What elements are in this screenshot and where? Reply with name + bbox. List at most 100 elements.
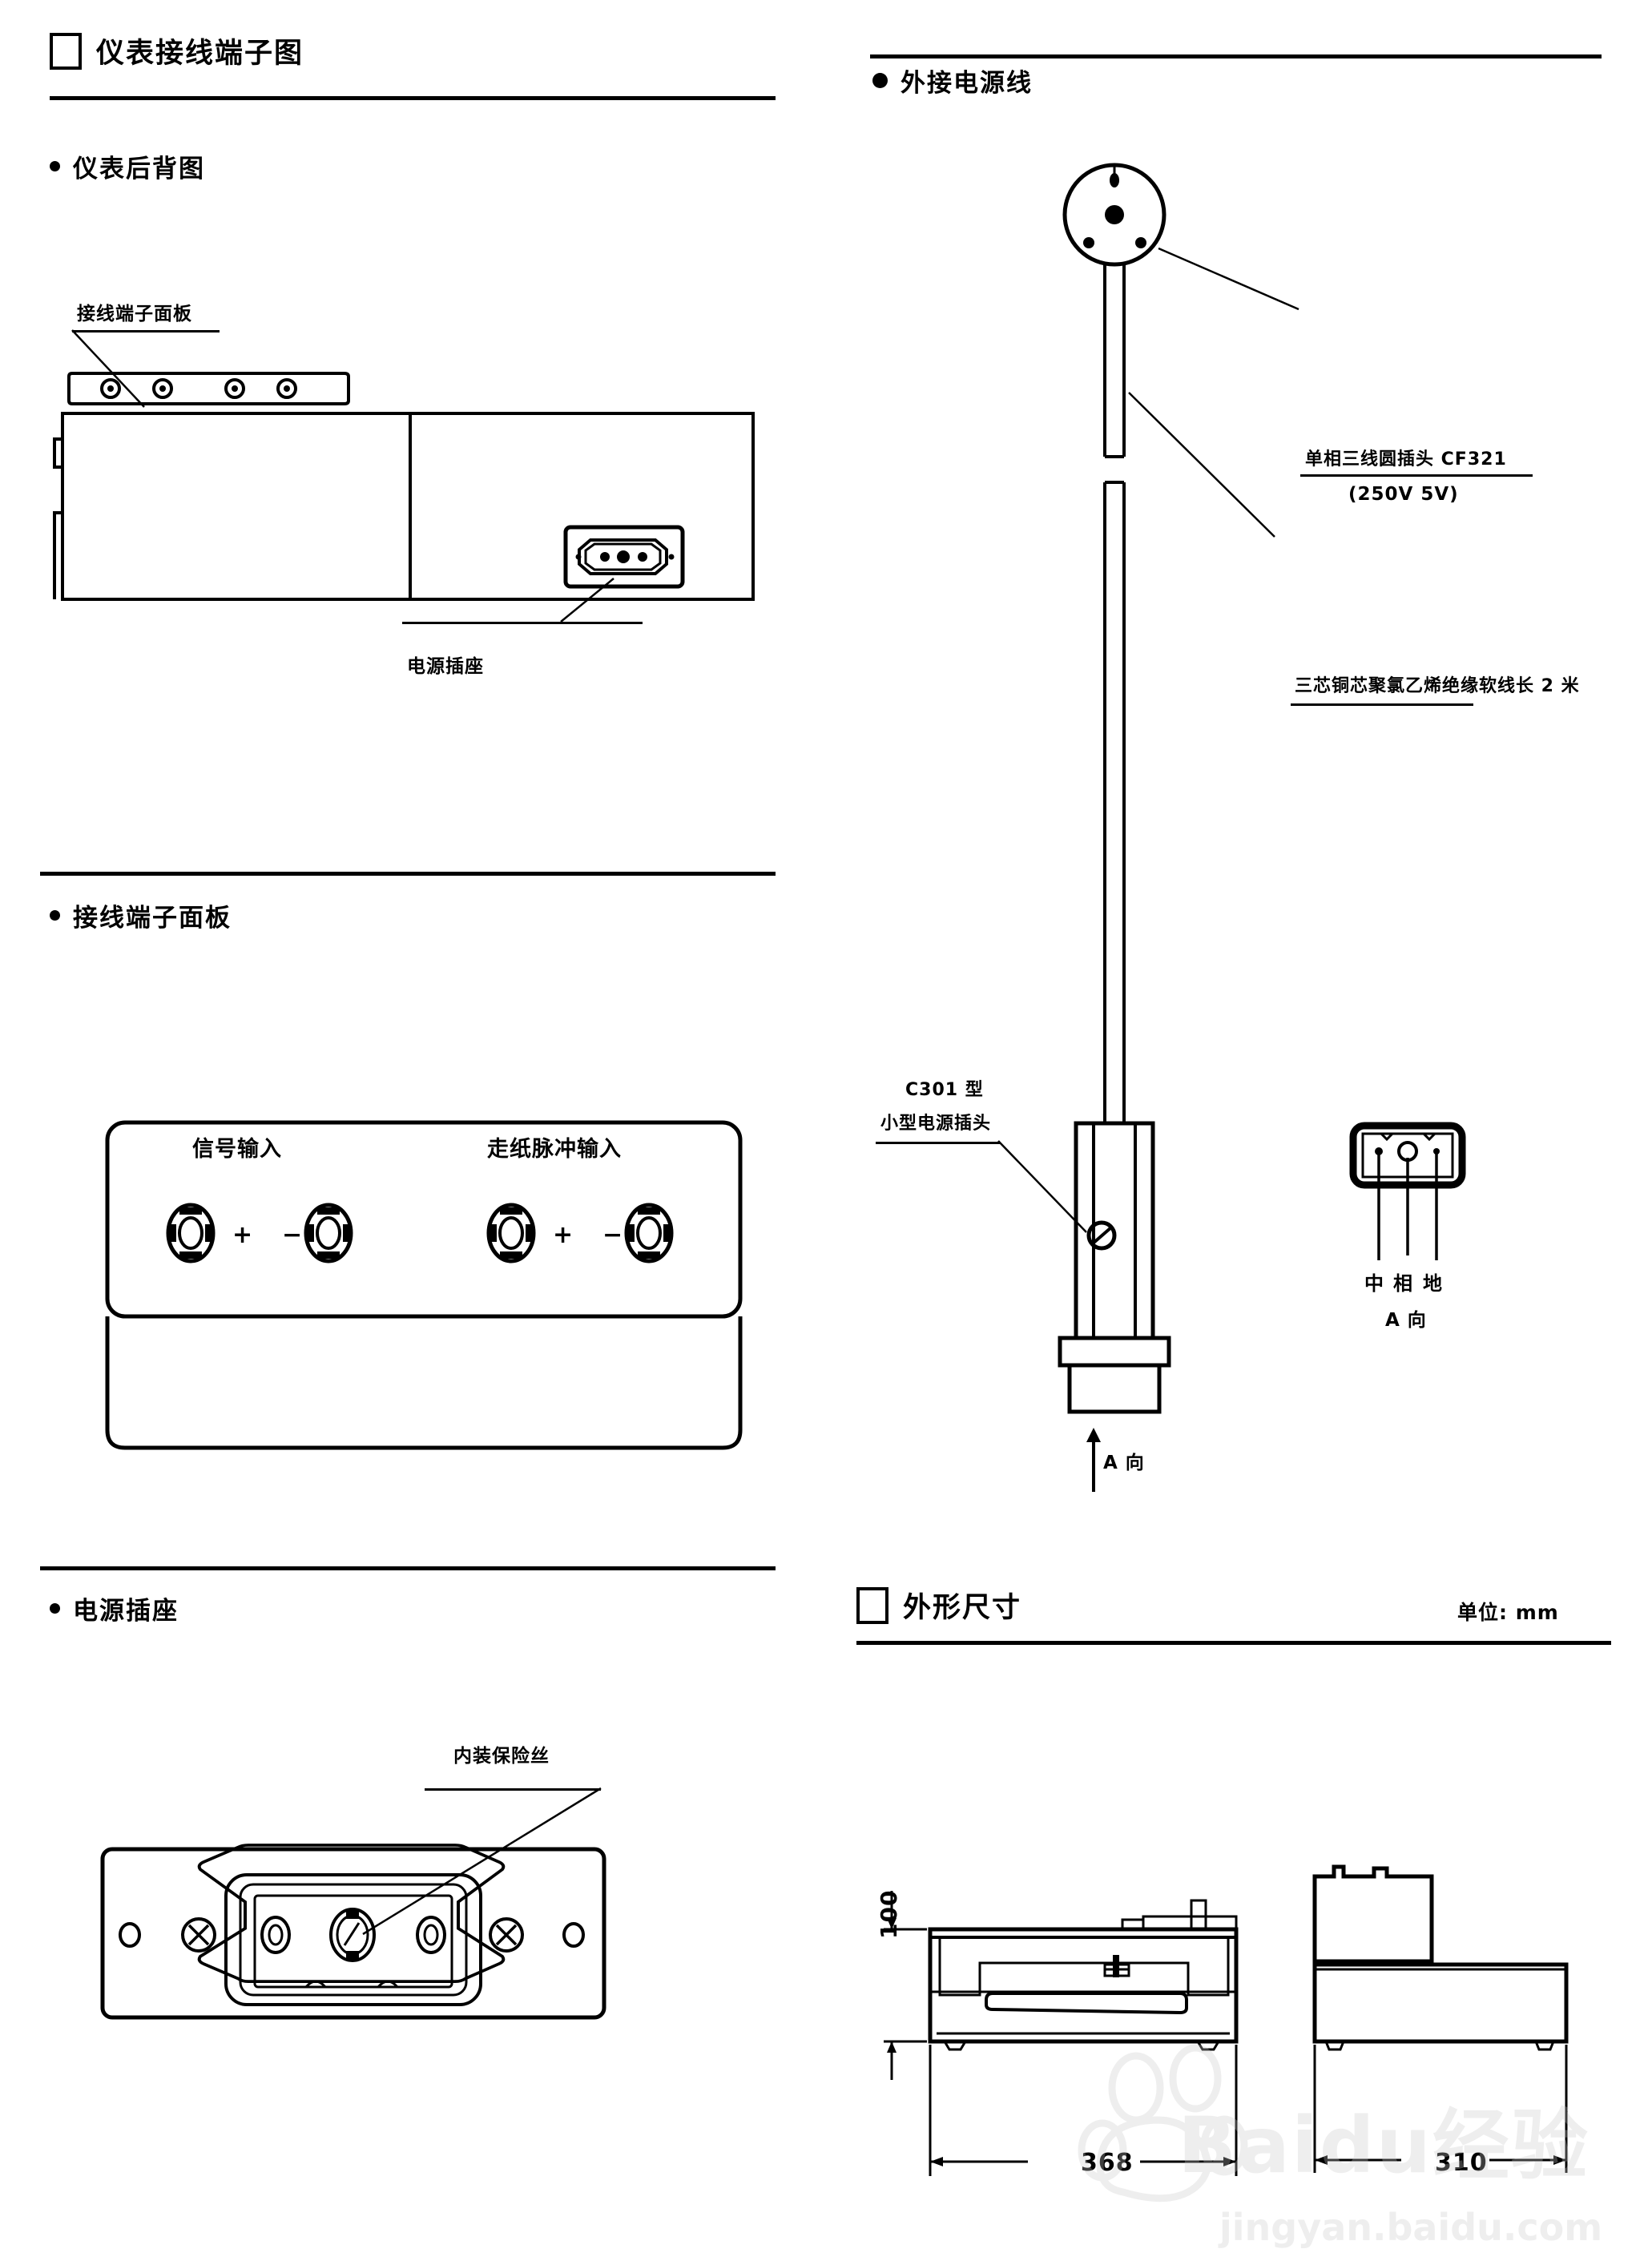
unit-note: 单位: mm xyxy=(1457,1601,1559,1624)
rear-view-heading: 仪表后背图 xyxy=(73,155,205,183)
section-header-dimensions: 外形尺寸 xyxy=(856,1585,1021,1626)
c301-plug-edges xyxy=(1092,1123,1137,1338)
cable-label: 三芯铜芯聚氯乙烯绝缘软线长 2 米 xyxy=(1295,676,1580,696)
section-marker-icon xyxy=(50,32,82,70)
leader-line-cable xyxy=(1128,392,1275,538)
terminal-panel-outline xyxy=(105,1120,743,1319)
terminal-panel-lower xyxy=(105,1316,743,1450)
pulse-plus-sign: + xyxy=(553,1221,574,1249)
terminal-panel-callout-underline xyxy=(72,330,220,332)
side-base-outline xyxy=(1312,1962,1569,2044)
c301-plug xyxy=(1058,1121,1171,1414)
power-inlet-socket xyxy=(560,525,685,623)
signal-plus-sign: + xyxy=(232,1221,254,1249)
a-view-label: A 向 xyxy=(1385,1310,1427,1331)
section-header-wiring: 仪表接线端子图 xyxy=(50,30,304,71)
a-view-pin-label-ground: 地 xyxy=(1423,1272,1443,1295)
socket-pin xyxy=(600,552,610,562)
mounting-hole xyxy=(119,1922,141,1948)
round-plug-rating: (250V 5V) xyxy=(1348,484,1459,505)
round-plug-head xyxy=(1062,163,1166,267)
terminal-strip-outline xyxy=(67,372,350,405)
front-foot xyxy=(1195,2040,1221,2051)
power-cord-drawing xyxy=(1058,163,1299,1414)
side-foot xyxy=(1533,2040,1556,2051)
power-cord-heading: 外接电源线 xyxy=(901,69,1033,98)
side-elevation-drawing xyxy=(1312,1864,1569,2173)
socket-contact-right xyxy=(416,1916,446,1954)
c301-leader xyxy=(997,1140,1087,1233)
front-elevation-drawing xyxy=(884,1891,1239,2176)
bullet-icon xyxy=(50,910,60,921)
terminal-screw xyxy=(224,378,245,399)
front-top-rail xyxy=(1142,1915,1238,1931)
left-column: 仪表接线端子图 仪表后背图 接线端子面板 xyxy=(40,30,776,2020)
right-column: 外接电源线 xyxy=(826,0,1652,2265)
front-deck-detail xyxy=(938,1937,1230,1997)
front-top-post xyxy=(1190,1899,1207,1931)
c301-plug-screw xyxy=(1086,1220,1117,1251)
socket-pin-center xyxy=(617,550,630,563)
dimensions-divider xyxy=(856,1641,1611,1645)
mounting-hole xyxy=(562,1922,585,1948)
subsection-power-socket: 电源插座 xyxy=(50,1590,179,1626)
fuse-holder-center xyxy=(329,1908,376,1962)
terminal-panel-divider xyxy=(40,872,776,876)
paper-pulse-input-label: 走纸脉冲输入 xyxy=(487,1137,622,1162)
power-socket-callout-label: 电源插座 xyxy=(407,656,484,677)
signal-input-label: 信号输入 xyxy=(192,1137,282,1162)
terminal-panel-bottom-outline xyxy=(105,1316,743,1450)
leader-line-c301 xyxy=(997,1140,1087,1233)
round-plug-underline xyxy=(1300,474,1533,477)
signal-minus-sign: − xyxy=(282,1221,304,1249)
socket-screw-hole xyxy=(575,554,582,560)
a-view-pin-ground xyxy=(1433,1148,1440,1155)
socket-pin xyxy=(638,552,647,562)
section-title: 仪表接线端子图 xyxy=(96,38,304,70)
front-paper-slot xyxy=(985,1992,1188,2015)
dimension-height-value: 100 xyxy=(876,1889,902,1939)
socket-outer-ring xyxy=(224,1873,482,2006)
bullet-icon xyxy=(50,161,60,171)
terminal-screws xyxy=(100,378,297,399)
dimensions-title: 外形尺寸 xyxy=(903,1592,1022,1624)
socket-mid-ring xyxy=(239,1883,468,1997)
leader-line-fuse xyxy=(362,1787,602,1936)
c301-plug-label-line1: C301 型 xyxy=(905,1080,984,1100)
leader-line-round-plug xyxy=(1158,247,1299,311)
c301-plug-label-line2: 小型电源插头 xyxy=(880,1114,992,1134)
front-pen-carriage xyxy=(1103,1963,1130,1977)
front-foot xyxy=(942,2040,968,2051)
rear-view-socket-area xyxy=(401,412,755,623)
section-divider xyxy=(50,96,776,100)
terminal-panel-drawing xyxy=(105,1120,743,1319)
a-direction-arrow-label: A 向 xyxy=(1103,1453,1145,1473)
side-upper-block xyxy=(1312,1864,1434,1964)
subsection-power-cord: 外接电源线 xyxy=(872,62,1033,99)
power-socket-heading: 电源插座 xyxy=(73,1597,179,1626)
enclosure-right-outline xyxy=(401,412,755,601)
socket-screw-hole xyxy=(668,554,675,560)
leader-line-power-socket xyxy=(560,578,614,623)
bullet-icon xyxy=(50,1603,60,1614)
round-plug-label: 单相三线圆插头 CF321 xyxy=(1305,449,1507,470)
power-socket-detail-drawing xyxy=(100,1787,606,2020)
enclosure-outline xyxy=(61,412,412,601)
bullet-icon xyxy=(872,73,888,88)
power-cord-divider xyxy=(870,54,1602,58)
c301-plug-underline xyxy=(876,1142,1000,1144)
socket-inner xyxy=(584,542,662,571)
dimension-side-width-value: 310 xyxy=(1435,2149,1488,2177)
c301-plug-base xyxy=(1067,1363,1162,1414)
terminal-panel-heading: 接线端子面板 xyxy=(73,904,232,933)
enclosure-left-notch-lower xyxy=(53,511,62,599)
a-view-pin-phase xyxy=(1397,1141,1418,1162)
a-view-pin-label-phase: 相 xyxy=(1393,1272,1413,1295)
power-socket-divider xyxy=(40,1566,776,1570)
fuse-callout-label: 内装保险丝 xyxy=(453,1746,550,1767)
a-view-pin-neutral xyxy=(1375,1147,1383,1155)
cable-underline xyxy=(1291,703,1473,706)
socket-inner-ring xyxy=(253,1894,453,1989)
socket-contact-left xyxy=(260,1916,291,1954)
